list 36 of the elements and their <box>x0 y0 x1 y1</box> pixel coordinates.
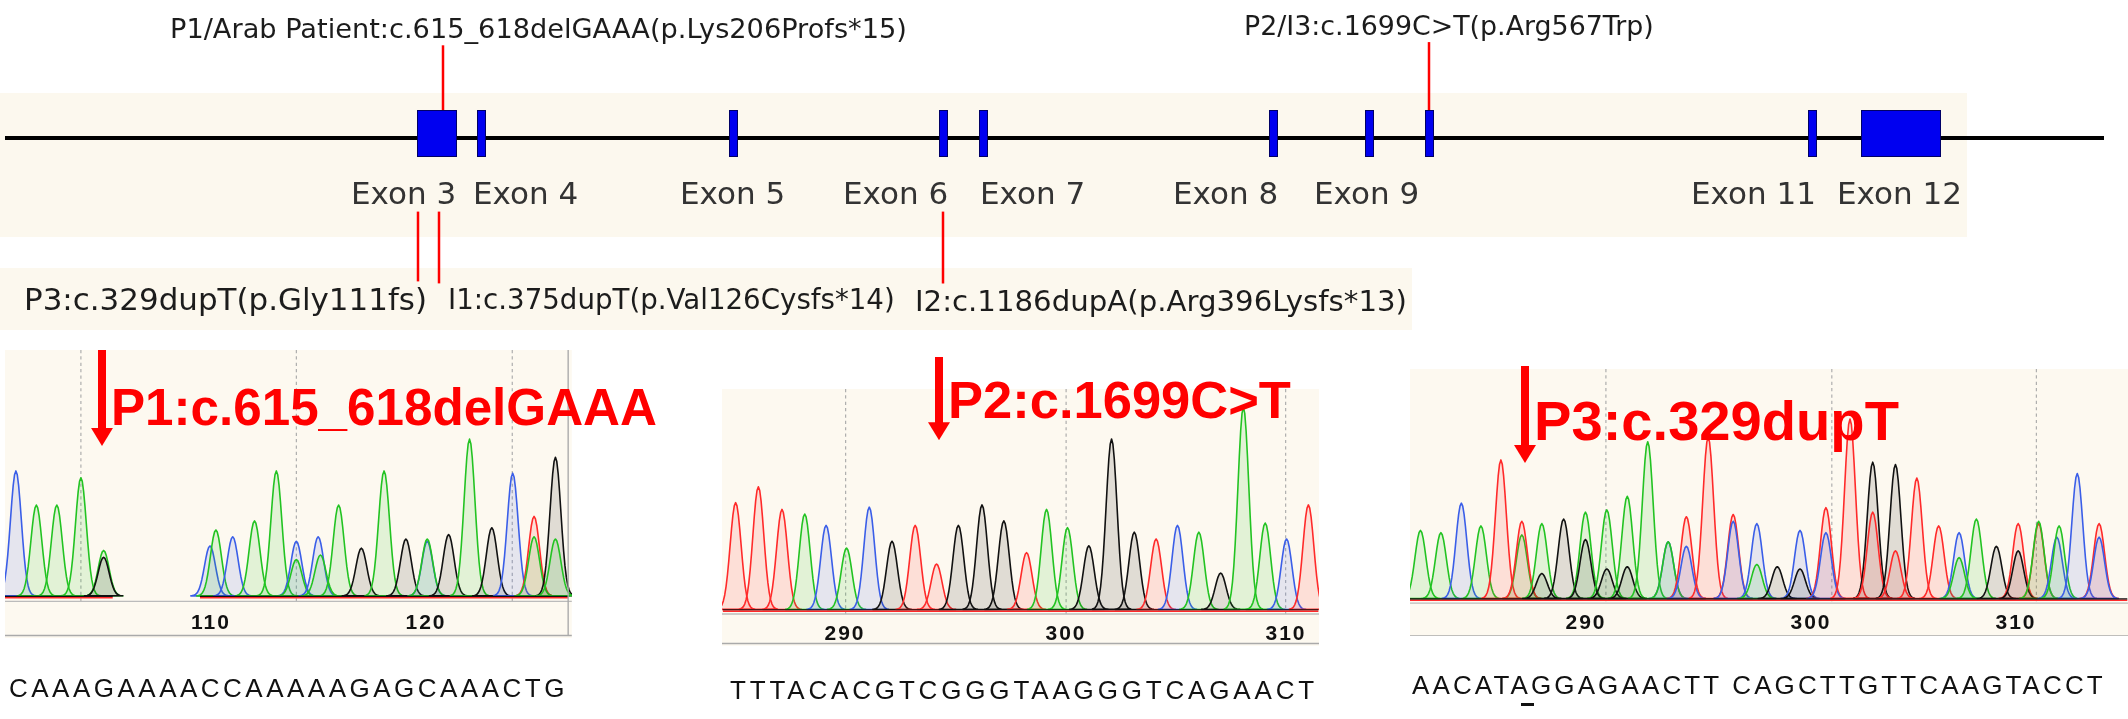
exon-label: Exon 5 <box>680 176 786 212</box>
tick-label: 300 <box>1045 620 1087 644</box>
variant-label: P3:c.329dupT(p.Gly111fs) <box>24 281 427 319</box>
tick-label: 290 <box>1565 609 1607 633</box>
exon-box <box>1425 110 1434 157</box>
variant-title: P2:c.1699C>T <box>935 371 1291 441</box>
arrow <box>1514 366 1536 463</box>
leader-line <box>437 211 441 284</box>
exon-label: Exon 9 <box>1314 176 1420 212</box>
exon-label: Exon 4 <box>473 176 579 212</box>
tick-label: 110 <box>191 609 231 633</box>
exon-label: Exon 7 <box>980 176 1086 212</box>
exon-label: Exon 6 <box>843 176 949 212</box>
exon-label: Exon 3 <box>351 176 457 212</box>
leader-line <box>416 211 420 282</box>
exon-label: Exon 11 <box>1691 176 1816 212</box>
exon-label: Exon 8 <box>1173 176 1279 212</box>
base-sequence: AACATAGGAGAACTT CAGCTTGTTCAAGTACCT <box>1412 671 2106 701</box>
variant-label: P2/I3:c.1699C>T(p.Arg567Trp) <box>1244 9 1654 43</box>
arrow <box>928 357 950 441</box>
variant-title: P3:c.329dupT <box>1521 390 1899 463</box>
base-sequence: TTTACACGTCGGGTAAGGGTCAGAACT <box>730 676 1319 706</box>
variant-label: P1/Arab Patient:c.615_618delGAAA(p.Lys206Profs*15) <box>170 12 907 46</box>
leader-line <box>1427 42 1431 110</box>
exon-label: Exon 12 <box>1837 176 1962 212</box>
base-sequence: CAAAGAAAACCAAAAAGAGCAAACTG <box>9 674 568 704</box>
tick-label: 120 <box>405 609 447 633</box>
tick-label: 300 <box>1790 609 1832 633</box>
variant-label: I2:c.1186dupA(p.Arg396Lysfs*13) <box>915 283 1407 319</box>
tick-label: 290 <box>824 620 866 644</box>
leader-line <box>941 211 945 284</box>
variant-label: I1:c.375dupT(p.Val126Cysfs*14) <box>434 283 895 317</box>
tick-label: 310 <box>1265 620 1307 644</box>
variant-title: P1:c.615_618delGAAA <box>98 378 657 446</box>
leader-line <box>441 45 445 110</box>
tick-label: 310 <box>1995 609 2037 633</box>
